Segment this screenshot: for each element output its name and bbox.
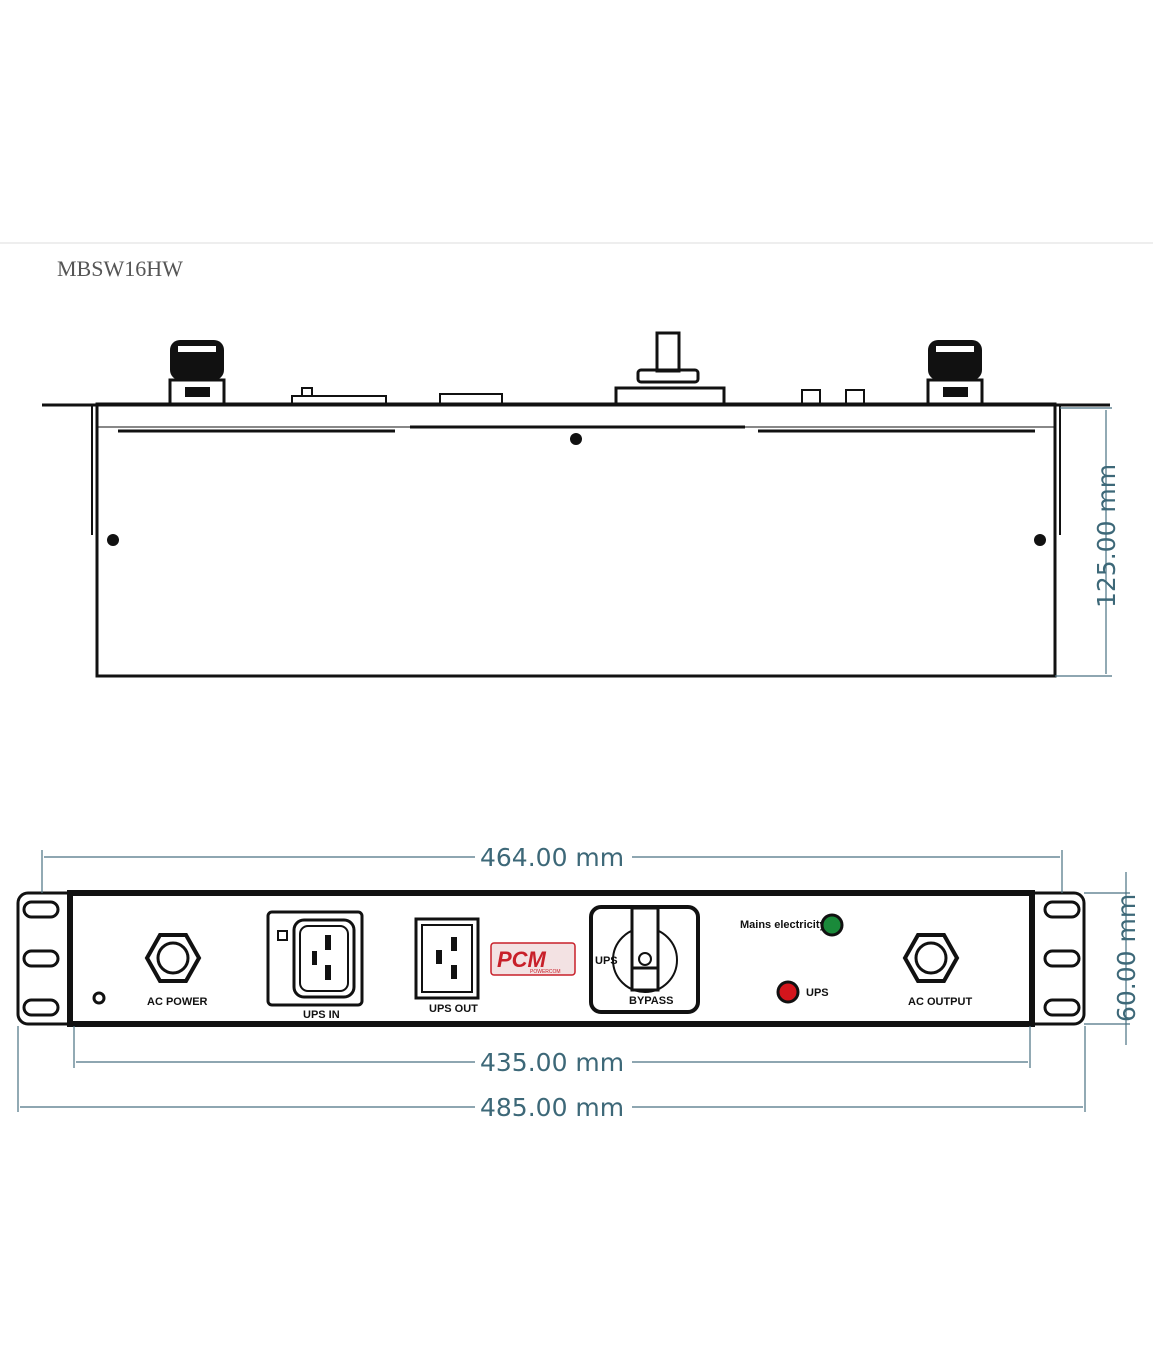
front-height-dimension: 60.00 mm (1112, 894, 1141, 1022)
svg-text:POWERCOM: POWERCOM (530, 969, 561, 975)
svg-text:UPS: UPS (595, 955, 618, 967)
ac-output-gland (902, 933, 960, 983)
bypass-rotary-switch[interactable]: UPS BYPASS (589, 905, 700, 1014)
ac-power-label: AC POWER (147, 996, 208, 1008)
cable-gland-right (926, 340, 984, 406)
ups-in-label: UPS IN (303, 1009, 340, 1021)
ac-output-label: AC OUTPUT (908, 996, 972, 1008)
total-width-dimension: 485.00 mm (480, 1093, 624, 1122)
rack-ear-holes (22, 900, 1081, 1017)
mains-led-icon (820, 913, 844, 937)
body-width-dimension: 435.00 mm (480, 1048, 624, 1077)
ups-in-socket (266, 910, 364, 1007)
model-title: MBSW16HW (57, 256, 183, 281)
top-view: 125.00 mm (42, 331, 1121, 678)
cable-gland-left (168, 340, 226, 406)
depth-dimension: 464.00 mm (480, 843, 624, 872)
ups-out-socket (414, 917, 480, 1000)
powercom-logo: PCM POWERCOM (490, 942, 576, 976)
indicator-hole-icon (92, 991, 106, 1005)
ac-power-gland (144, 933, 202, 983)
svg-text:PCM: PCM (497, 947, 547, 972)
height-dimension: 125.00 mm (1092, 464, 1121, 608)
screw-icon (107, 534, 119, 546)
dimensions: 464.00 mm 60.00 mm 435.00 mm 485.00 mm (17, 843, 1141, 1122)
switch-knob-top (614, 331, 726, 406)
screw-icon (570, 433, 582, 445)
ups-out-label: UPS OUT (429, 1003, 478, 1015)
screw-icon (1034, 534, 1046, 546)
svg-text:BYPASS: BYPASS (629, 995, 673, 1007)
ups-led-icon (776, 980, 800, 1004)
mains-led-label: Mains electricity (740, 919, 826, 931)
ups-led-label: UPS (806, 987, 829, 999)
front-view: AC POWER UPS IN UPS OUT PCM POWERCOM UPS (16, 890, 1086, 1027)
